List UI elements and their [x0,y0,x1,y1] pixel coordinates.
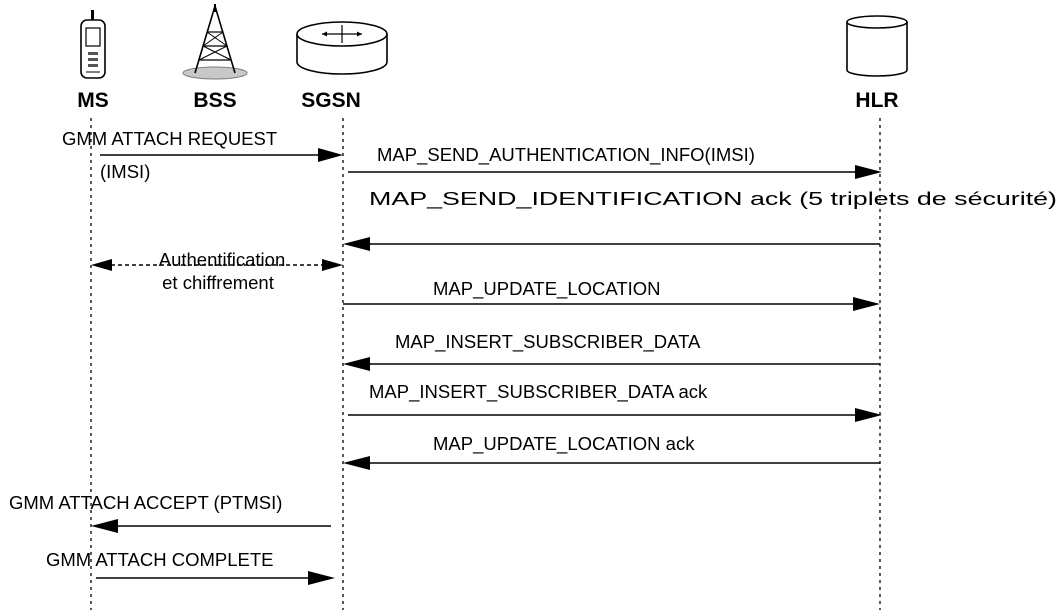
message-label-update-location-ack: MAP_UPDATE_LOCATION ack [433,433,695,455]
message-label-attach-complete: GMM ATTACH COMPLETE [46,549,274,570]
message-label-attach-request: GMM ATTACH REQUEST [62,128,277,149]
message-label-insert-subscriber-data-ack: MAP_INSERT_SUBSCRIBER_DATA ack [369,381,708,403]
message-arrow-attach-request [100,148,343,162]
antenna-tower-icon [182,4,248,80]
router-icon [296,21,388,75]
entity-label-ms: MS [77,89,109,112]
message-arrow-send-identification-ack [343,237,880,251]
message-sublabel-attach-request: (IMSI) [100,161,150,182]
message-arrow-insert-subscriber-data [343,357,880,371]
message-arrow-update-location [343,297,880,311]
message-label-authentication: Authentification [159,249,286,270]
message-arrow-attach-complete [96,571,335,585]
message-arrow-insert-subscriber-data-ack [348,408,882,422]
mobile-phone-icon [80,10,106,79]
entity-label-hlr: HLR [855,89,898,112]
message-arrow-attach-accept [91,519,331,533]
message-arrow-update-location-ack [343,456,880,470]
message-label-attach-accept: GMM ATTACH ACCEPT (PTMSI) [9,492,282,513]
entity-label-sgsn: SGSN [301,89,361,112]
message-label-update-location: MAP_UPDATE_LOCATION [433,278,661,300]
message-arrow-send-auth-info [348,165,882,179]
entity-label-bss: BSS [193,89,236,112]
message-arrow-authentication [91,259,343,271]
message-label-send-identification-ack: MAP_SEND_IDENTIFICATION ack (5 triplets … [369,188,1057,210]
database-icon [846,15,908,77]
message-label-send-auth-info: MAP_SEND_AUTHENTICATION_INFO(IMSI) [377,144,755,166]
message-sublabel-authentication: et chiffrement [162,272,274,293]
message-label-insert-subscriber-data: MAP_INSERT_SUBSCRIBER_DATA [395,331,701,353]
